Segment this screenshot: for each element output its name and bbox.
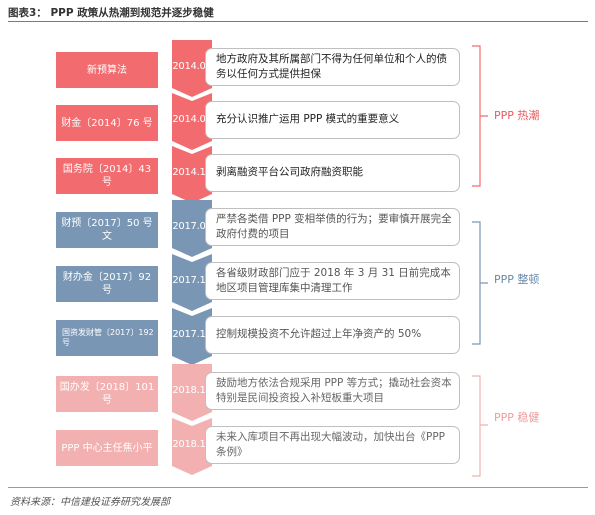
figure-title: 图表3： PPP 政策从热潮到规范并逐步稳健 [8, 7, 214, 19]
chevron-shape [172, 418, 212, 475]
policy-box: 新预算法 [56, 52, 158, 88]
policy-description: 充分认识推广运用 PPP 模式的重要意义 [205, 101, 460, 139]
phase-brace-hot [472, 45, 488, 187]
policy-box: 国务院〔2014〕43 号 [56, 158, 158, 194]
phase-label-stable: PPP 稳健 [494, 410, 540, 425]
date-label: 2017.11 [172, 329, 212, 340]
date-label: 2014.10 [172, 167, 212, 178]
date-chevron: 2018.10 [172, 364, 212, 421]
policy-box: PPP 中心主任焦小平 [56, 430, 158, 466]
policy-description: 未来入库项目不再出现大幅波动，加快出台《PPP 条例》 [205, 426, 460, 464]
phase-label-hot: PPP 热潮 [494, 108, 539, 123]
policy-box: 财金〔2014〕76 号 [56, 105, 158, 141]
chevron-shape [172, 200, 212, 257]
date-chevron: 2014.08 [172, 40, 212, 97]
chevron-shape [172, 308, 212, 365]
date-chevron: 2014.09 [172, 93, 212, 150]
chevron-shape [172, 40, 212, 97]
policy-description: 各省级财政部门应于 2018 年 3 月 31 日前完成本地区项目管理库集中清理… [205, 262, 460, 300]
date-label: 2014.09 [172, 114, 212, 125]
date-label: 2018.10 [172, 385, 212, 396]
date-chevron: 2017.11 [172, 308, 212, 365]
phase-name: PPP 稳健 [494, 411, 540, 424]
date-label: 2018.11 [172, 439, 212, 450]
date-chevron: 2017.04 [172, 200, 212, 257]
title-rule [8, 21, 588, 22]
policy-description: 地方政府及其所属部门不得为任何单位和个人的债务以任何方式提供担保 [205, 48, 460, 86]
date-chevron: 2014.10 [172, 146, 212, 203]
phase-brace-mid [472, 221, 488, 345]
date-label: 2017.11 [172, 275, 212, 286]
phase-name: PPP 整顿 [494, 273, 540, 286]
policy-box: 国资发财管〔2017〕192 号 [56, 320, 158, 356]
date-label: 2017.04 [172, 221, 212, 232]
phase-label-mid: PPP 整顿 [494, 272, 540, 287]
phase-brace-stable [472, 375, 488, 477]
chevron-shape [172, 364, 212, 421]
chevron-shape [172, 146, 212, 203]
policy-description: 控制规模投资不允许超过上年净资产的 50% [205, 316, 460, 354]
policy-description: 剥离融资平台公司政府融资职能 [205, 154, 460, 192]
policy-description: 鼓励地方依法合规采用 PPP 等方式；撬动社会资本特别是民间投资投入补短板重大项… [205, 372, 460, 410]
date-label: 2014.08 [172, 61, 212, 72]
chevron-shape [172, 254, 212, 311]
bottom-rule [8, 487, 588, 488]
policy-description: 严禁各类借 PPP 变相举债的行为；要审慎开展完全政府付费的项目 [205, 208, 460, 246]
policy-box: 财办金〔2017〕92 号 [56, 266, 158, 302]
date-chevron: 2018.11 [172, 418, 212, 475]
chevron-shape [172, 93, 212, 150]
source-note: 资料来源：中信建投证券研究发展部 [10, 497, 170, 508]
phase-name: PPP 热潮 [494, 109, 540, 122]
policy-box: 国办发〔2018〕101 号 [56, 376, 158, 412]
date-chevron: 2017.11 [172, 254, 212, 311]
policy-box: 财预〔2017〕50 号文 [56, 212, 158, 248]
